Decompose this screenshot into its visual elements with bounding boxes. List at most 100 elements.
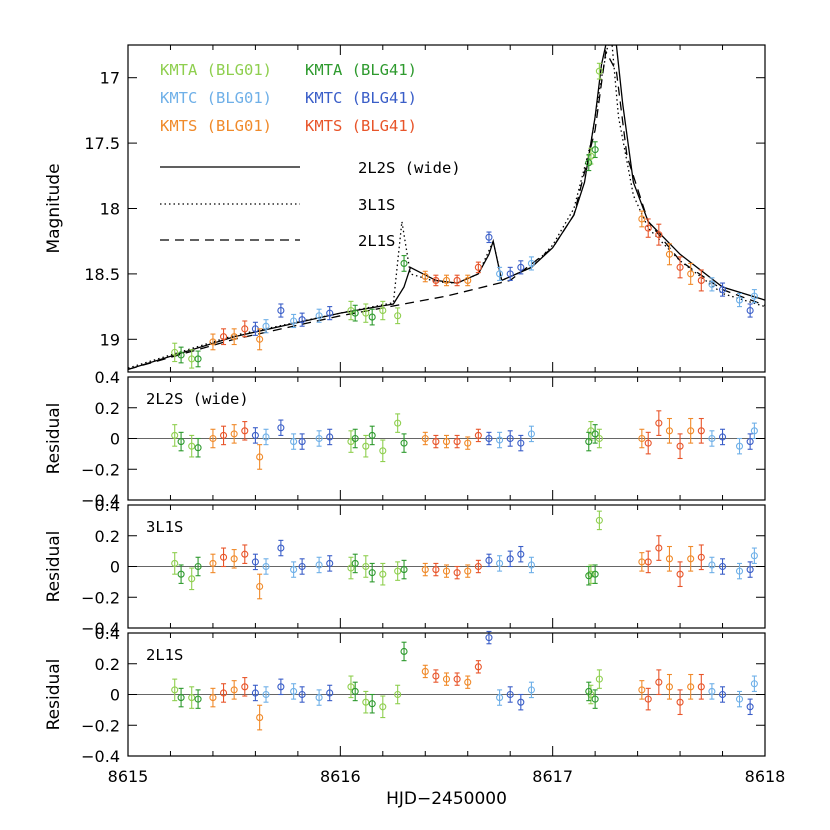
data-point	[591, 430, 599, 438]
residual-point	[251, 553, 259, 571]
residual-point	[171, 552, 179, 575]
lightcurve-point	[177, 346, 185, 364]
y-tick-label: 0.2	[95, 655, 120, 674]
data-point	[290, 687, 298, 695]
data-point	[506, 434, 514, 443]
residual-point	[644, 431, 652, 455]
residual-point	[506, 430, 514, 447]
residual-point	[362, 434, 370, 458]
data-point	[496, 694, 504, 702]
y-tick-label: 18	[100, 200, 120, 219]
data-point	[527, 430, 535, 438]
data-point	[277, 683, 285, 691]
data-point	[665, 683, 674, 691]
lightcurve-point	[368, 308, 376, 326]
residual-point	[676, 689, 684, 716]
data-point	[230, 333, 238, 341]
data-point	[251, 558, 259, 566]
data-point	[474, 562, 482, 571]
lightcurve-point	[209, 333, 217, 351]
data-point	[665, 250, 674, 258]
residual-point	[708, 430, 716, 447]
data-point	[256, 335, 264, 343]
lightcurve-point	[464, 274, 472, 287]
data-point	[750, 427, 758, 435]
data-point	[220, 553, 228, 561]
residual-point	[474, 559, 482, 574]
residual-point	[750, 547, 758, 564]
residual-point	[496, 431, 504, 449]
data-point	[485, 556, 493, 564]
x-tick-label: 8618	[745, 767, 786, 786]
data-point	[585, 438, 593, 446]
data-point	[687, 683, 695, 691]
data-point	[687, 427, 695, 435]
lightcurve-point	[362, 303, 370, 323]
data-point	[379, 703, 387, 711]
residual-point	[188, 434, 196, 458]
data-point	[298, 316, 306, 324]
data-point	[591, 695, 599, 703]
residual-point	[277, 678, 285, 696]
residual-point	[230, 549, 238, 569]
residual-point	[256, 573, 264, 600]
data-point	[400, 566, 408, 574]
residual-point	[591, 564, 599, 584]
residual-point	[708, 683, 716, 700]
data-point	[517, 698, 525, 706]
lightcurve-point	[298, 312, 306, 327]
lightcurve-point	[277, 303, 285, 318]
data-point	[718, 286, 727, 294]
residual-point	[474, 660, 482, 674]
data-point	[687, 270, 695, 278]
residual-point	[262, 686, 270, 703]
legend-dataset-entry: KMTA (BLG41)	[305, 61, 417, 79]
data-point	[251, 431, 259, 439]
data-point	[171, 686, 179, 694]
series-kmts-blg01-	[209, 210, 695, 731]
data-point	[177, 351, 185, 359]
residual-point	[347, 556, 355, 580]
data-point	[655, 231, 663, 239]
residual-point	[718, 428, 727, 446]
lightcurve-point	[241, 320, 249, 338]
y-tick-label: 0	[110, 686, 120, 705]
residual-point	[644, 550, 652, 574]
y-axis-title: Residual	[44, 403, 64, 475]
residual-point	[665, 545, 674, 572]
data-point	[432, 438, 440, 446]
data-point	[527, 259, 535, 267]
y-tick-label: 0.2	[95, 527, 120, 546]
legend-dataset-entry: KMTC (BLG41)	[305, 89, 417, 107]
residual-point	[585, 681, 593, 702]
residual-point	[362, 690, 370, 714]
residual-point	[453, 672, 461, 686]
residual-point	[290, 683, 298, 700]
data-point	[315, 694, 323, 702]
data-point	[177, 694, 185, 702]
residual-point	[746, 433, 754, 450]
data-point	[735, 442, 744, 450]
data-point	[474, 663, 482, 671]
residual-point	[241, 544, 249, 564]
panel-label: 2L1S	[146, 646, 183, 664]
data-point	[644, 558, 652, 566]
residual-point	[453, 434, 461, 449]
lightcurve-point	[351, 304, 359, 322]
x-axis-title: HJD−2450000	[386, 789, 507, 809]
data-point	[277, 424, 285, 432]
data-point	[485, 434, 493, 443]
data-point	[442, 438, 451, 446]
data-point	[638, 434, 646, 443]
lightcurve-point	[453, 274, 461, 287]
lightcurve-point	[697, 269, 705, 292]
residual-point	[432, 562, 440, 577]
data-point	[298, 690, 306, 699]
residual-point	[347, 430, 355, 453]
residual-point	[442, 672, 451, 686]
residual-point	[750, 422, 758, 440]
data-point	[351, 309, 359, 317]
data-point	[655, 678, 663, 686]
